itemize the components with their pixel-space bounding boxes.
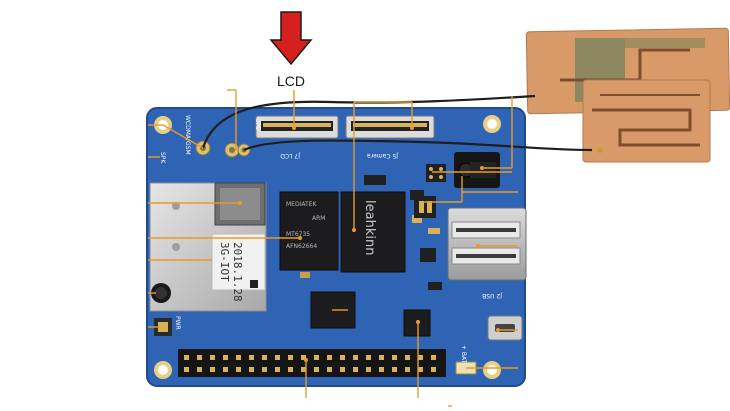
camera-connector (345, 115, 435, 139)
silk-wcdma: WCDMA/GSM (184, 115, 191, 155)
gpio-pin (197, 367, 202, 372)
gpio-pin (366, 355, 371, 360)
silk-gps: GPS (254, 118, 261, 130)
lcd-heading-text: LCD (277, 73, 305, 89)
gpio-pin (418, 355, 423, 360)
gpio-pin (184, 355, 189, 360)
gpio-pin (197, 355, 202, 360)
gpio-pin (301, 367, 306, 372)
callout-lines (148, 89, 518, 407)
gpio-pin (249, 355, 254, 360)
silk-spk: SPK (159, 152, 166, 164)
mounting-hole-br (483, 361, 501, 379)
ram-text: leahkinn (362, 200, 377, 255)
callout-anchors (238, 126, 500, 362)
pcb-board: J7 LCD J5 Camera WCDMA/GSM GPS SPK (146, 94, 593, 387)
gpio-pin (275, 367, 280, 372)
silk-pwr: PWR (174, 316, 181, 330)
gpio-pin (405, 367, 410, 372)
gpio-pin (392, 367, 397, 372)
gpio-pin (353, 355, 358, 360)
cpu-chip: MEDIATEK ARM MT6735 AFN62664 (279, 191, 339, 271)
label-line2: 2018.1.28 (231, 242, 244, 302)
dip-switch (414, 196, 436, 218)
lcd-heading: LCD (269, 11, 313, 89)
usb-a-port (447, 207, 527, 281)
gpio-pin (262, 367, 267, 372)
gpio-pin (353, 367, 358, 372)
ufl-connector-gps (224, 142, 240, 158)
gpio-pin (366, 367, 371, 372)
gpio-pin (431, 355, 436, 360)
gpio-pin (223, 367, 228, 372)
gpio-pin (301, 355, 306, 360)
gpio-pin (249, 367, 254, 372)
power-button (154, 318, 172, 336)
gpio-pin (327, 355, 332, 360)
gpio-pin (314, 367, 319, 372)
gpio-pin (327, 367, 332, 372)
mounting-hole-bl (154, 361, 172, 379)
silk-j5-camera: J5 Camera (367, 152, 399, 159)
label-line1: 3G-IOT (218, 242, 231, 282)
cpu-text-1: MEDIATEK (286, 201, 317, 208)
jumper-header (426, 164, 446, 182)
gpio-pin (223, 355, 228, 360)
gpio-pin (236, 367, 241, 372)
lcd-connector (255, 115, 339, 139)
gpio-pin (236, 355, 241, 360)
gpio-pin (210, 355, 215, 360)
gpio-pin (262, 355, 267, 360)
ram-chip: leahkinn (340, 191, 406, 273)
speaker-component (151, 283, 171, 303)
passive-components (250, 175, 442, 290)
silk-bat: + BAT (460, 345, 467, 364)
gpio-header (178, 349, 446, 377)
gpio-pin (288, 367, 293, 372)
gpio-pin (340, 367, 345, 372)
gpio-pin (379, 367, 384, 372)
gpio-pin (379, 355, 384, 360)
callout-gsm-2 (162, 124, 204, 149)
silk-usb: J2 USB (482, 292, 503, 299)
antenna-cable-2 (243, 139, 593, 152)
gpio-pin (418, 367, 423, 372)
gpio-pin (275, 355, 280, 360)
gpio-pin (210, 367, 215, 372)
gpio-pin (288, 355, 293, 360)
audio-jack (454, 152, 500, 188)
silk-j7-lcd: J7 LCD (280, 152, 301, 159)
cpu-text-4: AFN62664 (286, 243, 317, 250)
mounting-hole-tr (483, 115, 501, 133)
gpio-pin (184, 367, 189, 372)
gpio-pin (314, 355, 319, 360)
micro-usb-port (487, 315, 523, 341)
gpio-pin (431, 367, 436, 372)
antenna-bottom (582, 79, 711, 163)
gpio-pin (340, 355, 345, 360)
gpio-pin (405, 355, 410, 360)
cpu-text-2: ARM (312, 215, 325, 222)
antenna-cable-1 (201, 94, 536, 149)
down-arrow-icon (269, 11, 313, 66)
cpu-text-3: MT6735 (286, 231, 310, 238)
gpio-pin (392, 355, 397, 360)
